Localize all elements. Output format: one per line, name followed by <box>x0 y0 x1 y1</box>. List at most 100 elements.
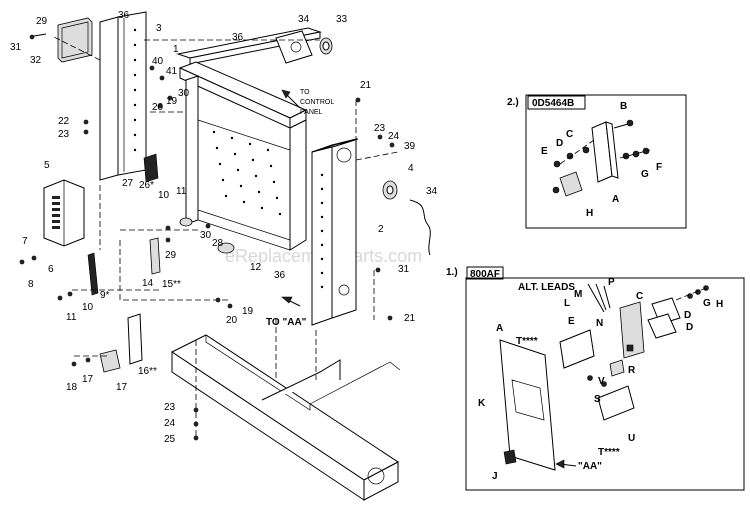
callout-23-left: 23 <box>58 129 70 140</box>
inset-1-label-P: P <box>608 277 615 288</box>
callout-19-bottom: 19 <box>242 306 254 317</box>
inset-1-label-N: N <box>596 318 603 329</box>
callout-12: 14 <box>142 278 154 289</box>
callout-14: 12 <box>250 262 262 273</box>
callout-4: 4 <box>408 163 414 174</box>
callout-40: 32 <box>30 55 42 66</box>
arrow-to-aa <box>281 296 301 307</box>
callout-24-right: 24 <box>388 131 400 142</box>
callout-11-top: 11 <box>176 186 187 197</box>
callout-20-top: 20 <box>152 102 164 113</box>
inset-1-label-D2: D <box>686 322 693 333</box>
part-33-grommet <box>319 37 333 55</box>
callout-38: 39 <box>404 141 416 152</box>
part-1-frame <box>178 61 308 251</box>
callout-24-bottom: 24 <box>164 418 176 429</box>
arrow-to-control-panel <box>281 89 301 109</box>
callout-25: 25 <box>164 434 176 445</box>
callout-21-bottom: 21 <box>404 313 416 324</box>
callout-31-text: 31 <box>398 264 410 275</box>
callout-15: 16** <box>138 366 157 377</box>
callout-33: 33 <box>336 14 348 25</box>
callout-32: 30 <box>178 88 190 99</box>
callout-22: 22 <box>58 116 70 127</box>
callout-6: 6 <box>48 264 54 275</box>
callout-21-top: 21 <box>360 80 372 91</box>
part-26-bracket <box>143 153 159 183</box>
inset-1-label-M: M <box>574 289 582 300</box>
screw-39 <box>29 33 47 40</box>
part-14-component <box>217 242 235 254</box>
part-5-terminals <box>52 196 60 229</box>
note-to-control-panel-1: TO <box>300 89 310 96</box>
inset-2: 2.) 0D5464B B C D E F G A H <box>507 94 687 229</box>
part-4-grommet <box>382 180 398 200</box>
inset-1-label-T2: T**** <box>598 447 620 458</box>
inset-1-label-A: A <box>496 323 503 334</box>
callout-8: 8 <box>28 279 34 290</box>
callout-1: 1 <box>173 44 179 55</box>
callout-34-text: 34 <box>426 186 438 197</box>
part-37-panel <box>57 17 93 63</box>
inset-1-label-V: V <box>598 376 605 387</box>
part-34-cable <box>409 199 431 256</box>
inset-1-label-K: K <box>478 398 486 409</box>
part-2-holes <box>320 173 324 289</box>
part-3-channel <box>99 11 147 181</box>
inset-1-label-T1: T**** <box>516 336 538 347</box>
inset-1-label-C: C <box>636 291 643 302</box>
callout-41: 40 <box>152 56 164 67</box>
inset-1-label-R: R <box>628 365 636 376</box>
inset-1-label-H: H <box>716 299 723 310</box>
note-to-aa: TO "AA" <box>266 317 307 328</box>
callout-9: 9* <box>100 290 110 301</box>
inset-2-label-H: H <box>586 208 593 219</box>
callout-23-bottom: 23 <box>164 402 176 413</box>
screws <box>19 65 395 441</box>
callout-36-top: 36 <box>118 10 130 21</box>
callout-26: 26* <box>139 180 154 191</box>
inset-1-label-S: S <box>594 394 601 405</box>
callout-29-text: 29 <box>165 250 177 261</box>
inset-1-label-D1: D <box>684 310 691 321</box>
callout-36-mid: 36 <box>232 32 244 43</box>
callout-17-text: 17 <box>82 374 94 385</box>
inset-2-part-no: 0D5464B <box>532 98 574 109</box>
part-15-bracket <box>127 313 143 365</box>
callout-18: 18 <box>66 382 78 393</box>
callout-30-text: 30 <box>200 230 212 241</box>
note-to-control-panel-2: CONTROL <box>300 99 334 106</box>
inset-2-part-box <box>527 95 586 110</box>
inset-2-label-B: B <box>620 101 627 112</box>
callout-2: 2 <box>378 224 384 235</box>
inset-1-alt-leads: ALT. LEADS <box>518 282 575 293</box>
part-9-strip <box>87 252 99 296</box>
note-to-control-panel-3: PANEL <box>300 109 323 116</box>
inset-1-label-J: J <box>492 471 498 482</box>
callout-35: 34 <box>298 14 310 25</box>
part-12-strip <box>149 237 161 275</box>
part-30-component <box>179 217 193 227</box>
inset-1-label-L: L <box>564 298 570 309</box>
callout-36-low: 36 <box>274 270 286 281</box>
callout-28: 28 <box>212 238 224 249</box>
inset-2-label-E: E <box>541 146 548 157</box>
callout-10-top: 10 <box>158 190 170 201</box>
callout-23-right: 23 <box>374 123 386 134</box>
callout-10-left: 10 <box>82 302 94 313</box>
inset-1-label-G: G <box>703 298 711 309</box>
callout-5: 5 <box>44 160 50 171</box>
inset-2-label-D: D <box>556 138 563 149</box>
inset-2-number: 2.) <box>507 97 519 108</box>
callout-27: 27 <box>122 178 134 189</box>
inset-1-number: 1.) <box>446 267 458 278</box>
inset-1-label-E: E <box>568 316 575 327</box>
inset-2-label-F: F <box>656 162 662 173</box>
inset-2-label-A: A <box>612 194 619 205</box>
inset-1-part-box <box>466 266 504 280</box>
part-16-relay <box>99 349 121 373</box>
inset-1-label-U: U <box>628 433 635 444</box>
callout-39: 31 <box>10 42 22 53</box>
inset-1-part-no: 800AF <box>470 269 500 280</box>
